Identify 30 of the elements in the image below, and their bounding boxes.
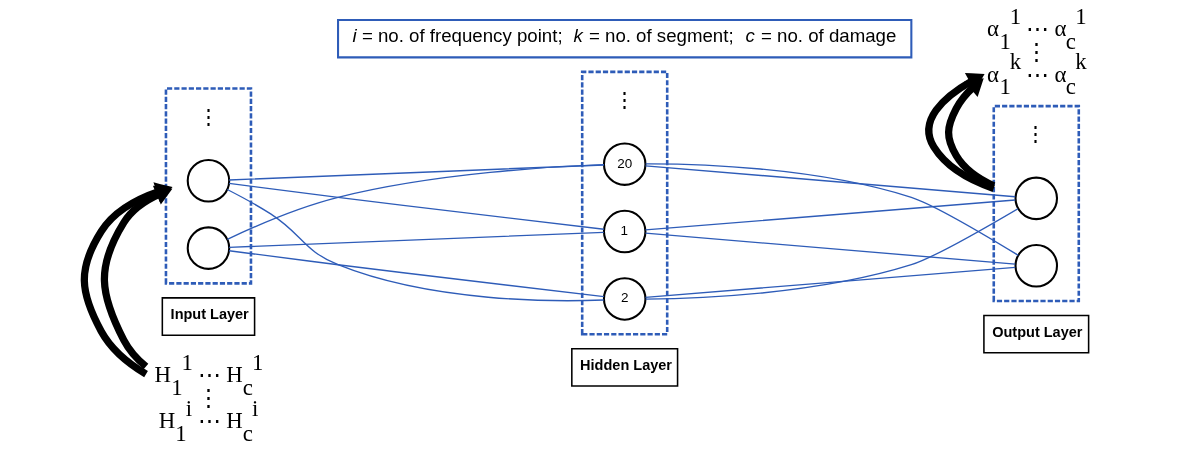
connector <box>644 266 1016 298</box>
arrow <box>925 72 995 192</box>
node-circle <box>1014 176 1059 220</box>
label: ⋮ <box>197 104 219 128</box>
node-circle: 20 <box>602 141 647 186</box>
node-box: Input Layer <box>161 296 256 336</box>
cluster <box>992 104 1081 302</box>
connector <box>644 164 1016 197</box>
connector <box>228 249 605 297</box>
connector <box>226 163 605 240</box>
node-circle <box>186 158 231 202</box>
connector <box>228 182 605 230</box>
connector <box>226 188 605 301</box>
node-box: Hidden Layer <box>571 347 679 387</box>
connector <box>644 207 1019 300</box>
node-box: i = no. of frequency point; k = no. of segment; c = no. of damage <box>337 18 913 58</box>
label: ⋮ <box>1025 121 1047 145</box>
connector <box>228 231 605 248</box>
node-box: Output Layer <box>983 314 1090 354</box>
node-circle: 2 <box>602 276 647 321</box>
connector <box>228 163 605 181</box>
node-circle <box>186 225 231 270</box>
cluster <box>580 70 669 335</box>
node-circle <box>1014 243 1059 288</box>
connector <box>644 198 1016 231</box>
label: ⋮ <box>613 87 635 111</box>
node-circle: 1 <box>602 209 647 253</box>
cluster <box>164 86 253 285</box>
connector <box>644 232 1016 265</box>
connector <box>645 162 1019 256</box>
